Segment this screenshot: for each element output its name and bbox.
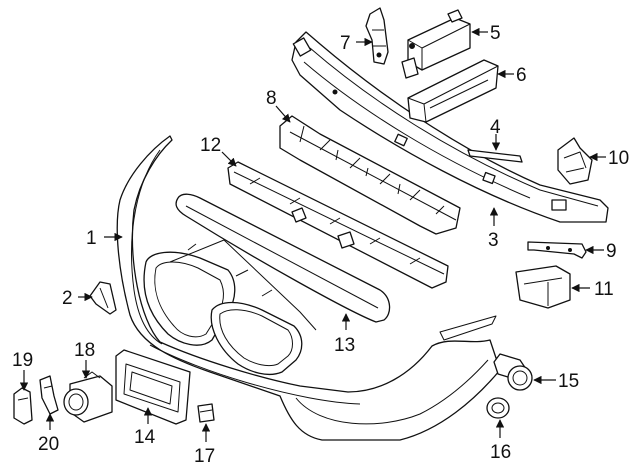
callout-10: 10: [608, 148, 629, 169]
trim-strip-4: [467, 149, 523, 163]
carrier-12: [227, 161, 449, 289]
sensor-15: [493, 353, 533, 391]
air-guide-11: [515, 265, 571, 309]
bracket-9: [527, 241, 587, 259]
bracket-assembly-5: [401, 9, 471, 79]
clip-20: [39, 375, 59, 415]
callout-3: 3: [488, 230, 499, 251]
callout-16: 16: [490, 442, 511, 463]
kidney-grille: [143, 239, 317, 376]
leader-lines: [19, 27, 606, 442]
callout-6: 6: [516, 65, 527, 86]
callout-7: 7: [340, 33, 351, 54]
callout-4: 4: [490, 117, 501, 138]
callout-12: 12: [200, 135, 221, 156]
callout-11: 11: [594, 279, 614, 300]
callouts: 1 2 3 4 5 6 7 8 9 10 11 12 13 14 15 16 1…: [12, 23, 629, 467]
callout-13: 13: [334, 335, 355, 356]
bumper-cover-1: [116, 135, 501, 441]
callout-14: 14: [134, 427, 156, 448]
energy-absorber-8: [279, 115, 461, 235]
callout-17: 17: [194, 446, 215, 467]
side-bracket-10: [557, 137, 593, 185]
absorber-6: [407, 59, 499, 123]
license-bracket-14: [115, 349, 191, 425]
callout-20: 20: [38, 434, 59, 455]
trim-piece-2: [89, 281, 117, 315]
bracket-19: [13, 387, 33, 425]
callout-15: 15: [558, 371, 579, 392]
callout-1: 1: [86, 228, 97, 249]
callout-2: 2: [62, 288, 73, 309]
clip-17: [197, 403, 215, 423]
callout-8: 8: [266, 88, 277, 109]
callout-9: 9: [606, 241, 617, 262]
callout-19: 19: [12, 350, 33, 371]
reinforcement-beam: [291, 31, 609, 223]
sensor-18: [63, 371, 113, 423]
callout-5: 5: [490, 23, 501, 44]
bracket-7: [365, 7, 389, 65]
callout-18: 18: [74, 340, 95, 361]
ring-16: [486, 397, 510, 419]
trim-strip-13: [175, 193, 391, 323]
